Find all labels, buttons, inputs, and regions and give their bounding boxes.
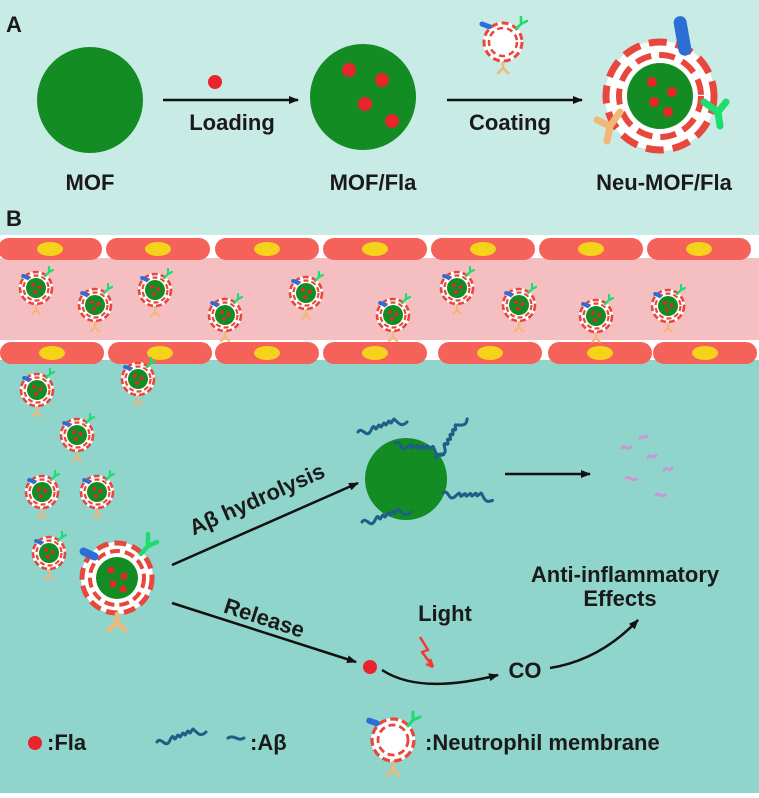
legend-neutrophil-membrane-icon — [366, 710, 422, 777]
fla-dot-icon — [208, 75, 222, 89]
neu-mof-fla-icon — [593, 16, 730, 154]
mof-fla-sphere-icon — [310, 44, 416, 150]
mof-sphere-icon — [37, 47, 143, 153]
legend-fla-label: :Fla — [47, 730, 87, 755]
light-label: Light — [418, 601, 472, 626]
panel-b-top-background — [0, 205, 759, 235]
effects-label-line2: Effects — [583, 586, 656, 611]
released-fla-dot — [363, 660, 377, 674]
neu-mof-fla-label: Neu-MOF/Fla — [596, 170, 732, 195]
legend-abeta-label: :Aβ — [250, 730, 287, 755]
mof-with-abeta-icon — [356, 415, 495, 526]
legend-membrane-label: :Neutrophil membrane — [425, 730, 660, 755]
fragment-icon — [620, 434, 674, 498]
fla-to-co-arrow — [381, 668, 499, 686]
neutrophil-membrane-icon — [479, 15, 529, 75]
blood-vessel — [0, 258, 759, 340]
panel-a-label: A — [6, 12, 22, 37]
co-to-effects-arrow — [549, 619, 639, 670]
mof-label: MOF — [66, 170, 115, 195]
red-blood-cell-row-top — [0, 238, 751, 260]
large-nanoparticle-icon — [79, 531, 160, 633]
release-arrow — [171, 601, 357, 664]
hydrolysis-arrow — [171, 481, 359, 567]
lightning-icon — [418, 636, 435, 669]
legend-abeta-icon — [155, 727, 246, 746]
co-label: CO — [509, 658, 542, 683]
red-blood-cell-row-bottom — [0, 342, 757, 364]
coating-label: Coating — [469, 110, 551, 135]
mof-fla-label: MOF/Fla — [330, 170, 418, 195]
legend-fla-dot-icon — [28, 736, 42, 750]
effects-label-line1: Anti-inflammatory — [531, 562, 720, 587]
panel-b-label: B — [6, 206, 22, 231]
loading-label: Loading — [189, 110, 275, 135]
